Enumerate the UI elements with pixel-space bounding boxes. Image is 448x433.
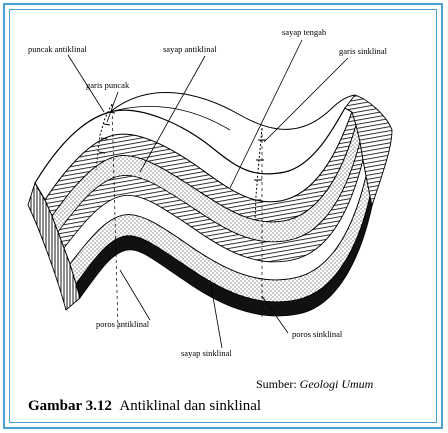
caption-number: Gambar 3.12 xyxy=(28,398,112,414)
label-sayap-tengah: sayap tengah xyxy=(282,27,327,37)
label-garis-puncak: garis puncak xyxy=(86,80,130,90)
fold-block xyxy=(28,93,392,330)
label-sayap-antiklinal: sayap antiklinal xyxy=(163,44,217,54)
caption-text: Antiklinal dan sinklinal xyxy=(119,398,261,414)
label-puncak-antiklinal: puncak antiklinal xyxy=(28,44,87,54)
figure-source: Sumber: Geologi Umum xyxy=(256,377,436,392)
figure-caption: Gambar 3.12 Antiklinal dan sinklinal xyxy=(28,398,428,415)
label-poros-antiklinal: poros antiklinal xyxy=(96,319,150,329)
source-title: Geologi Umum xyxy=(300,377,374,391)
label-garis-sinklinal: garis sinklinal xyxy=(339,46,388,56)
label-poros-sinklinal: poros sinklinal xyxy=(292,329,343,339)
source-prefix: Sumber: xyxy=(256,377,300,391)
label-sayap-sinklinal: sayap sinklinal xyxy=(181,348,232,358)
